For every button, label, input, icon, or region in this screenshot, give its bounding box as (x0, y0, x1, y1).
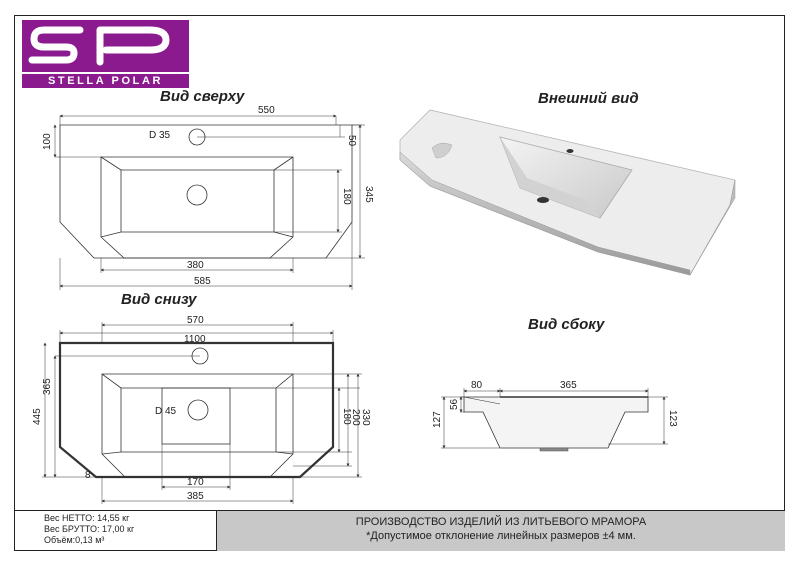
sink-tap-hole (566, 149, 574, 153)
dim-445: 445 (32, 408, 43, 425)
top-bowl-inner (120, 169, 275, 233)
stella-polar-logo: STELLA POLAR (22, 20, 189, 88)
dim-180-top: 180 (341, 188, 352, 205)
top-view (53, 114, 365, 290)
dim-180-bottom: 180 (341, 408, 352, 425)
gross-weight: Вес БРУТТО: 17,00 кг (44, 524, 135, 534)
dim-365-bottom: 365 (42, 378, 53, 395)
manufacturer-line: ПРОИЗВОДСТВО ИЗДЕЛИЙ ИЗ ЛИТЬЕВОГО МРАМОР… (355, 516, 647, 528)
dim-365-side: 365 (560, 380, 577, 391)
dim-123: 123 (667, 410, 678, 427)
dim-585: 585 (194, 276, 211, 287)
volume: Объём:0,13 м³ (44, 535, 105, 545)
dim-330: 330 (360, 409, 371, 426)
dim-56: 56 (449, 398, 460, 410)
dim-200: 200 (350, 409, 361, 426)
dim-8: 8 (85, 470, 91, 481)
dim-385: 385 (187, 491, 204, 502)
top-bowl-outer (100, 156, 294, 259)
bottom-bowl-outer (101, 373, 294, 478)
dim-550: 550 (258, 105, 275, 116)
tolerance-note: *Допустимое отклонение линейных размеров… (366, 530, 636, 542)
dim-80: 80 (471, 380, 483, 391)
external-view (399, 109, 736, 276)
manufacturer-banner: ПРОИЗВОДСТВО ИЗДЕЛИЙ ИЗ ЛИТЬЕВОГО МРАМОР… (217, 510, 785, 551)
bottom-drain-plate (161, 387, 231, 445)
bottom-view (42, 322, 362, 504)
dim-50: 50 (346, 135, 357, 147)
specs-block: Вес НЕТТО: 14,55 кг Вес БРУТТО: 17,00 кг… (14, 510, 217, 551)
sink-front-edge (399, 151, 691, 276)
bottom-hole-diameter: D 45 (155, 406, 177, 417)
bottom-drain-hole (187, 399, 209, 421)
dim-380: 380 (187, 260, 204, 271)
sink-soap-recess (431, 142, 453, 159)
sp-logo-mark (28, 26, 170, 66)
sink-drain (537, 197, 549, 203)
dim-345: 345 (363, 186, 374, 203)
side-profile (463, 396, 649, 449)
top-hole-diameter: D 35 (149, 130, 171, 141)
dim-100: 100 (42, 133, 53, 150)
dim-127: 127 (432, 411, 443, 428)
sink-side-edge (689, 179, 736, 276)
dim-1100: 1100 (184, 334, 206, 345)
net-weight: Вес НЕТТО: 14,55 кг (44, 513, 130, 523)
top-view-title: Вид сверху (160, 88, 245, 105)
top-drain-hole (186, 184, 208, 206)
side-view-title: Вид сбоку (528, 316, 605, 333)
logo-name: STELLA POLAR (22, 74, 189, 88)
logo-mark-box (22, 20, 189, 72)
side-view (441, 388, 668, 452)
dim-170: 170 (187, 477, 204, 488)
external-view-title: Внешний вид (538, 90, 639, 107)
bottom-view-title: Вид снизу (121, 291, 197, 308)
dim-570: 570 (187, 315, 204, 326)
